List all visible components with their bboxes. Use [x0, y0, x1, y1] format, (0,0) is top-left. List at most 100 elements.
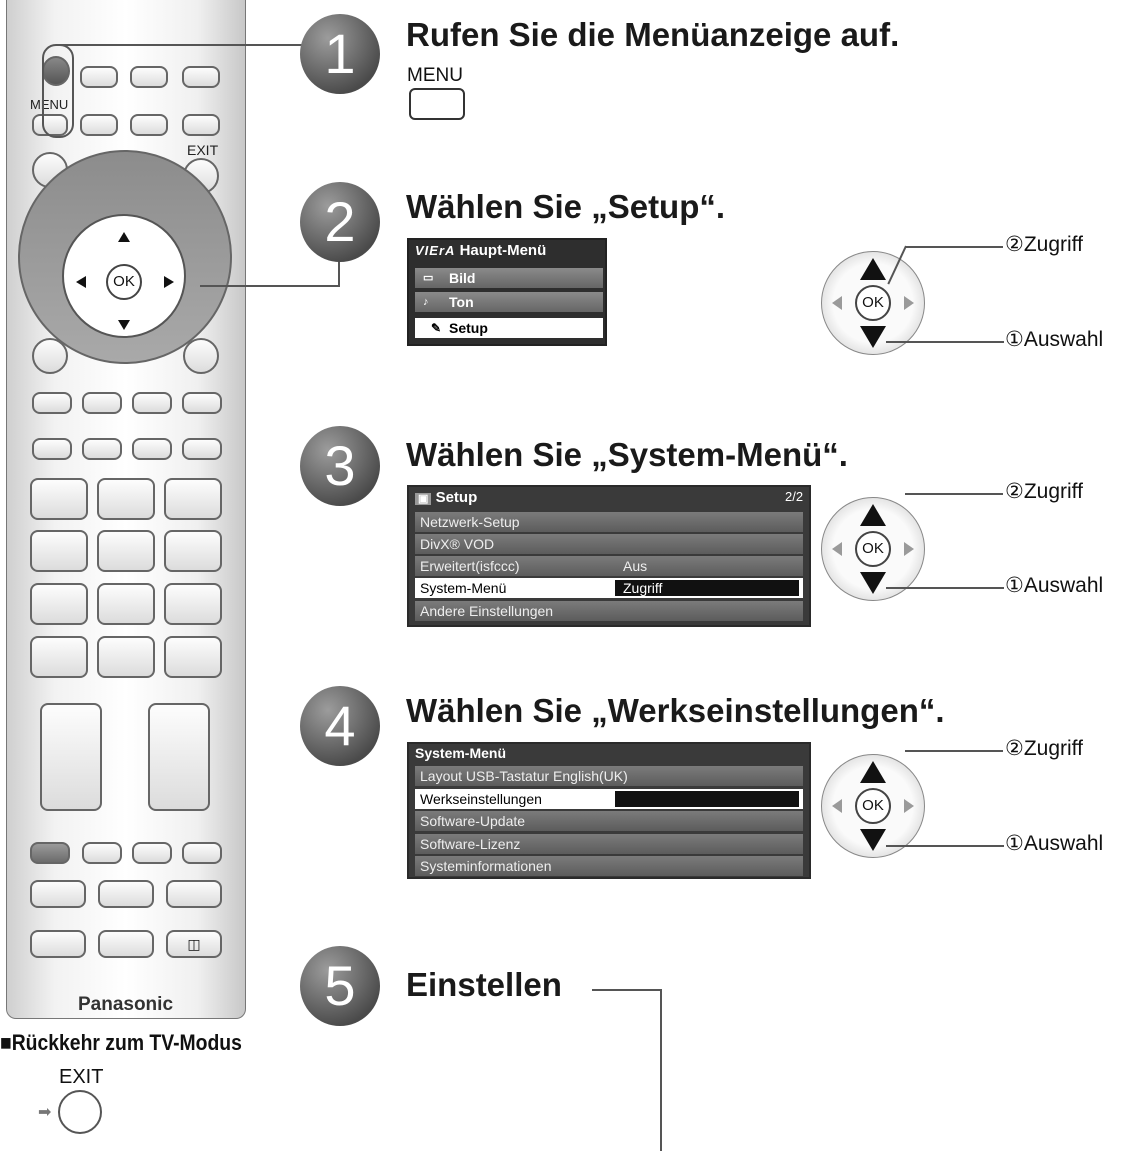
step-5-connector-v [660, 989, 662, 1151]
step-2-select-label: ①Auswahl [1005, 328, 1104, 351]
color-button[interactable] [182, 842, 222, 864]
left-arrow-icon [832, 296, 842, 310]
step-2-access-label: ②Zugriff [1005, 233, 1083, 256]
menu-highlight [42, 44, 74, 138]
volume-rocker[interactable] [40, 703, 102, 811]
exit-button-label: EXIT [187, 142, 219, 158]
system-row[interactable]: Layout USB-Tastatur English(UK) [415, 766, 803, 786]
color-button[interactable] [30, 842, 70, 864]
down-arrow-icon [860, 572, 886, 594]
step-2-heading: Wählen Sie „Setup“. [406, 188, 726, 225]
remote-button[interactable] [130, 66, 168, 88]
number-button[interactable] [97, 478, 155, 520]
callout-line-access-2 [905, 246, 1003, 248]
remote-button[interactable] [80, 114, 118, 136]
number-button[interactable] [30, 478, 88, 520]
pause-button[interactable]: ◫ [166, 930, 222, 958]
remote-button[interactable] [182, 66, 220, 88]
right-arrow-icon [904, 799, 914, 813]
step-1-menu-button[interactable] [409, 88, 465, 120]
system-row[interactable]: Software-Lizenz [415, 834, 803, 854]
left-arrow-icon [832, 542, 842, 556]
step-3-access-label: ②Zugriff [1005, 480, 1083, 503]
setup-menu-title: ▣ Setup [415, 489, 477, 506]
step-4-dpad[interactable]: OK [821, 754, 925, 858]
remote-button[interactable] [130, 114, 168, 136]
number-button[interactable] [164, 636, 222, 678]
channel-rocker[interactable] [148, 703, 210, 811]
number-button[interactable] [97, 636, 155, 678]
color-button[interactable] [132, 842, 172, 864]
setup-row[interactable]: Andere Einstellungen [415, 601, 803, 621]
number-button[interactable] [164, 478, 222, 520]
number-button[interactable] [30, 583, 88, 625]
main-menu: VIErA Haupt-Menü ▭Bild ♪Ton ✎Setup [407, 238, 607, 346]
step-5-heading: Einstellen [406, 966, 562, 1003]
main-menu-item-bild[interactable]: ▭Bild [415, 268, 603, 288]
step-5-number: 5 [300, 946, 380, 1026]
number-button[interactable] [30, 530, 88, 572]
setup-menu-page: 2/2 [785, 489, 804, 504]
setup-row[interactable]: Netzwerk-Setup [415, 512, 803, 532]
system-row-selected[interactable]: Werkseinstellungen [415, 789, 803, 809]
number-button[interactable] [164, 583, 222, 625]
main-menu-item-ton[interactable]: ♪Ton [415, 292, 603, 312]
power-button[interactable] [42, 56, 70, 86]
remote-button[interactable] [82, 392, 122, 414]
system-row[interactable]: Systeminformationen [415, 856, 803, 876]
step-3-select-label: ①Auswahl [1005, 574, 1104, 597]
remote-button[interactable] [182, 438, 222, 460]
left-arrow-icon [832, 799, 842, 813]
step-2-dpad[interactable]: OK [821, 251, 925, 355]
remote-button[interactable] [30, 930, 86, 958]
right-arrow-icon [904, 296, 914, 310]
wrench-icon: ✎ [431, 321, 442, 335]
remote-button[interactable] [82, 438, 122, 460]
remote-button[interactable] [166, 880, 222, 908]
callout-line-access-4 [905, 750, 1003, 752]
step-4-access-label: ②Zugriff [1005, 737, 1083, 760]
remote-button[interactable] [132, 438, 172, 460]
nav-left-icon [76, 276, 86, 288]
remote-button[interactable] [98, 930, 154, 958]
callout-line-select-3 [886, 587, 1004, 589]
right-lower-round-button[interactable] [183, 338, 219, 374]
number-button[interactable] [97, 583, 155, 625]
step-4-ok-button[interactable]: OK [855, 788, 891, 824]
remote-button[interactable] [182, 392, 222, 414]
connector-dpad-v [338, 250, 340, 286]
callout-line-select-2 [886, 341, 1004, 343]
step-3-dpad[interactable]: OK [821, 497, 925, 601]
remote-button[interactable] [32, 438, 72, 460]
nav-ok-button[interactable]: OK [106, 264, 142, 300]
remote-button[interactable] [132, 392, 172, 414]
remote-button[interactable] [98, 880, 154, 908]
system-row[interactable]: Software-Update [415, 811, 803, 831]
number-button[interactable] [164, 530, 222, 572]
footer-exit-button[interactable] [58, 1090, 102, 1134]
remote-button[interactable] [182, 114, 220, 136]
callout-line-select-4 [886, 845, 1004, 847]
step-4-number: 4 [300, 686, 380, 766]
step-1-button-label: MENU [407, 65, 463, 86]
up-arrow-icon [860, 504, 886, 526]
setup-row[interactable]: DivX® VOD [415, 534, 803, 554]
color-button[interactable] [82, 842, 122, 864]
footer-exit-label: EXIT [59, 1066, 104, 1088]
main-menu-item-setup[interactable]: ✎Setup [415, 318, 603, 338]
number-button[interactable] [97, 530, 155, 572]
step-3-heading: Wählen Sie „System-Menü“. [406, 436, 848, 473]
setup-row[interactable]: Erweitert(isfccc)Aus [415, 556, 803, 576]
nav-up-icon [118, 232, 130, 242]
step-2-ok-button[interactable]: OK [855, 285, 891, 321]
remote-button[interactable] [30, 880, 86, 908]
remote-button[interactable] [80, 66, 118, 88]
connector-menu [60, 44, 310, 46]
brand-logo: Panasonic [77, 994, 174, 1015]
remote-button[interactable] [32, 392, 72, 414]
step-1-heading: Rufen Sie die Menüanzeige auf. [406, 16, 900, 53]
number-button[interactable] [30, 636, 88, 678]
step-3-ok-button[interactable]: OK [855, 531, 891, 567]
left-lower-round-button[interactable] [32, 338, 68, 374]
